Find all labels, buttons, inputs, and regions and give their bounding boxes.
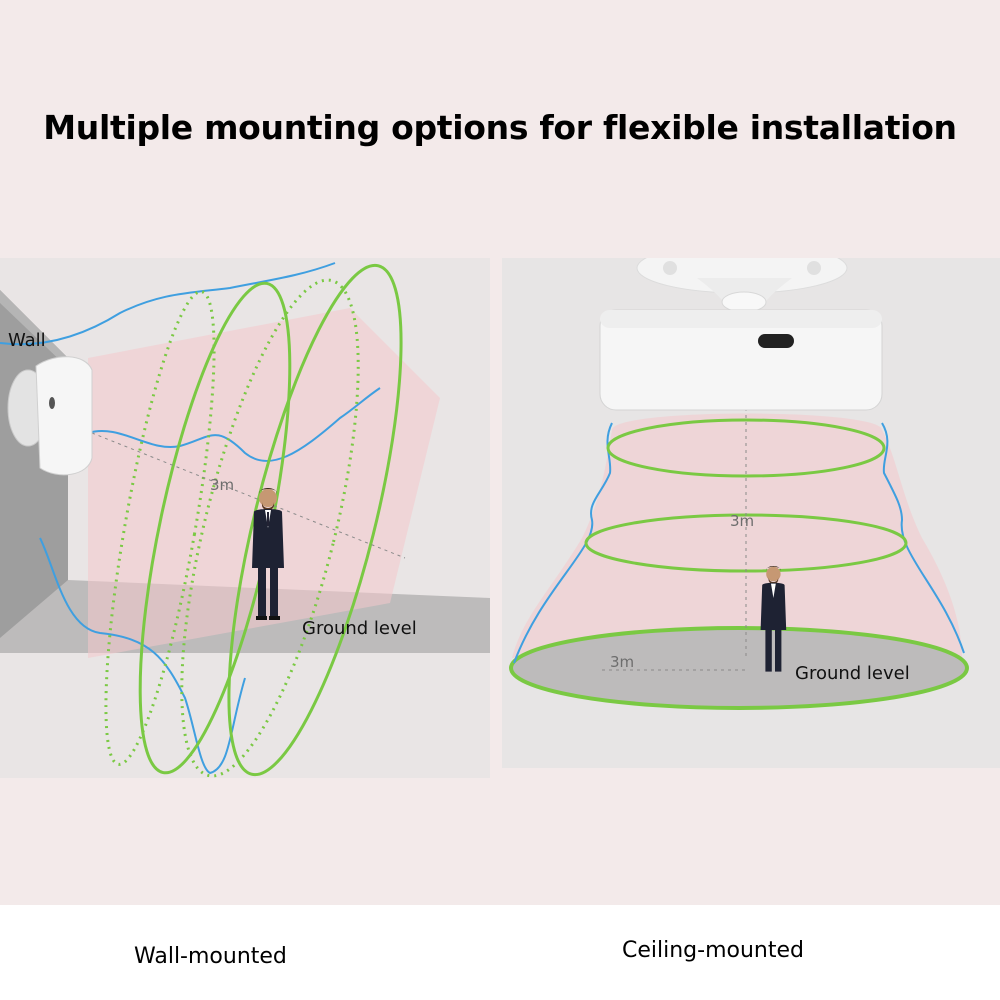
page-title: Multiple mounting options for flexible i… [43, 108, 957, 147]
person-figure [252, 488, 284, 620]
wall-mount-diagram [0, 258, 490, 778]
boundary-bottom [39, 537, 246, 775]
ceiling-mounted-caption: Ceiling-mounted [622, 938, 804, 963]
caption-band [0, 905, 1000, 1000]
ceiling-boundary-left [513, 422, 613, 664]
ceiling-ground-label: Ground level [795, 663, 910, 684]
distance-guide [91, 432, 406, 559]
wall-mounted-caption: Wall-mounted [134, 944, 287, 969]
wall-ground-label: Ground level [302, 618, 417, 639]
ceiling-floor-ring [509, 626, 969, 710]
ceiling-height-label: 3m [730, 512, 755, 530]
wall-sensor-device [7, 356, 93, 476]
range-ring-3 [180, 278, 360, 778]
ceiling-radius-label: 3m [610, 653, 635, 671]
wall-label: Wall [8, 330, 46, 351]
ceiling-mount-diagram [502, 258, 1000, 768]
ceiling-detection-zone [512, 413, 962, 658]
range-ring-4 [227, 263, 403, 777]
ceiling-sensor-device [599, 258, 883, 411]
range-ring-1 [104, 290, 216, 766]
wall-distance-label: 3m [210, 476, 235, 494]
ceiling-person-figure [760, 566, 787, 672]
ceiling-boundary-right [881, 422, 965, 654]
wall-mount-panel: Wall 3m Ground level [0, 258, 490, 778]
boundary-top [0, 262, 336, 346]
ceiling-mount-panel: 3m 3m Ground level [502, 258, 1000, 768]
boundary-middle [87, 387, 381, 462]
ceiling-ring-1 [606, 418, 886, 478]
